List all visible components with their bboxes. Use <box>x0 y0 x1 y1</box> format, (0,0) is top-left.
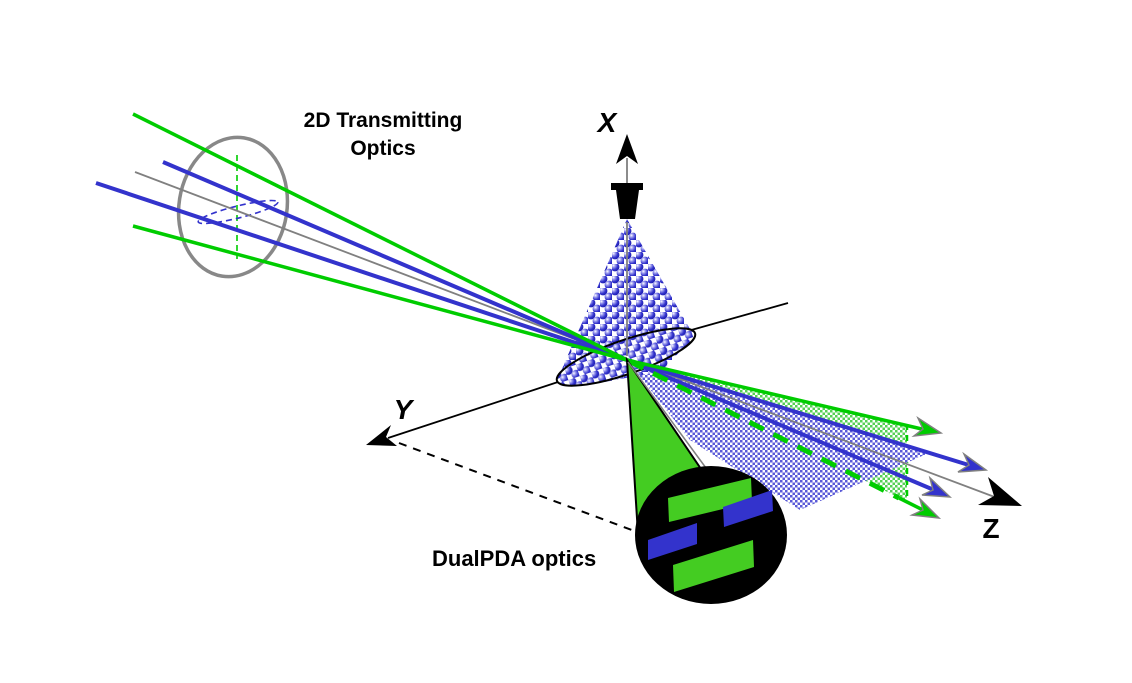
laser-beams <box>95 112 1001 513</box>
optical-axis-in <box>134 171 628 360</box>
blue-beam-out-upper <box>626 358 973 468</box>
detector-segment-bottom-green <box>673 540 754 592</box>
nozzle-icon <box>611 183 643 219</box>
z-axis-arrowhead-icon <box>978 477 1022 506</box>
y-axis-arrowhead-icon <box>366 425 397 446</box>
green-beam-out-lower-solid <box>898 496 926 513</box>
green-beam-out-lower-dashed <box>627 358 901 501</box>
z-axis-label: Z <box>982 513 999 544</box>
blue-beam-upper-in <box>162 160 628 362</box>
receiver-label: DualPDA optics <box>432 546 596 571</box>
lens-blue-plane-dashed <box>197 199 279 225</box>
x-axis-and-nozzle <box>611 134 643 219</box>
blue-beam-out-lower <box>626 358 935 492</box>
detector-segment-top-green <box>668 478 752 522</box>
green-beam-lower-in <box>132 224 628 362</box>
detector-segment-right-blue <box>723 490 773 527</box>
beam-arrowheads <box>909 415 989 519</box>
receiver-dashed-line <box>398 442 638 533</box>
y-axis-label: Y <box>394 394 415 425</box>
transmitter-label-line1: 2D Transmitting <box>304 109 463 132</box>
blue-arrow-lower-icon <box>921 475 953 498</box>
optical-axis-out <box>626 358 1001 500</box>
blue-arrow-upper-icon <box>957 451 989 473</box>
x-axis-arrowhead-icon <box>616 134 638 164</box>
detector-segment-left-blue <box>648 523 697 560</box>
green-arrow-upper-icon <box>911 415 944 438</box>
green-arrow-lower-icon <box>909 496 942 519</box>
y-axis-line-near <box>387 381 559 439</box>
transmitter-label-line2: Optics <box>350 137 415 160</box>
dualpda-receiver <box>625 356 787 604</box>
green-beam-out-upper <box>626 358 927 432</box>
blue-beam-lower-in <box>95 181 628 362</box>
receiver-aperture-disk <box>635 466 787 604</box>
x-axis-label: X <box>596 107 619 138</box>
green-beam-upper-in <box>132 112 628 362</box>
receiving-cone-axis <box>627 361 707 469</box>
